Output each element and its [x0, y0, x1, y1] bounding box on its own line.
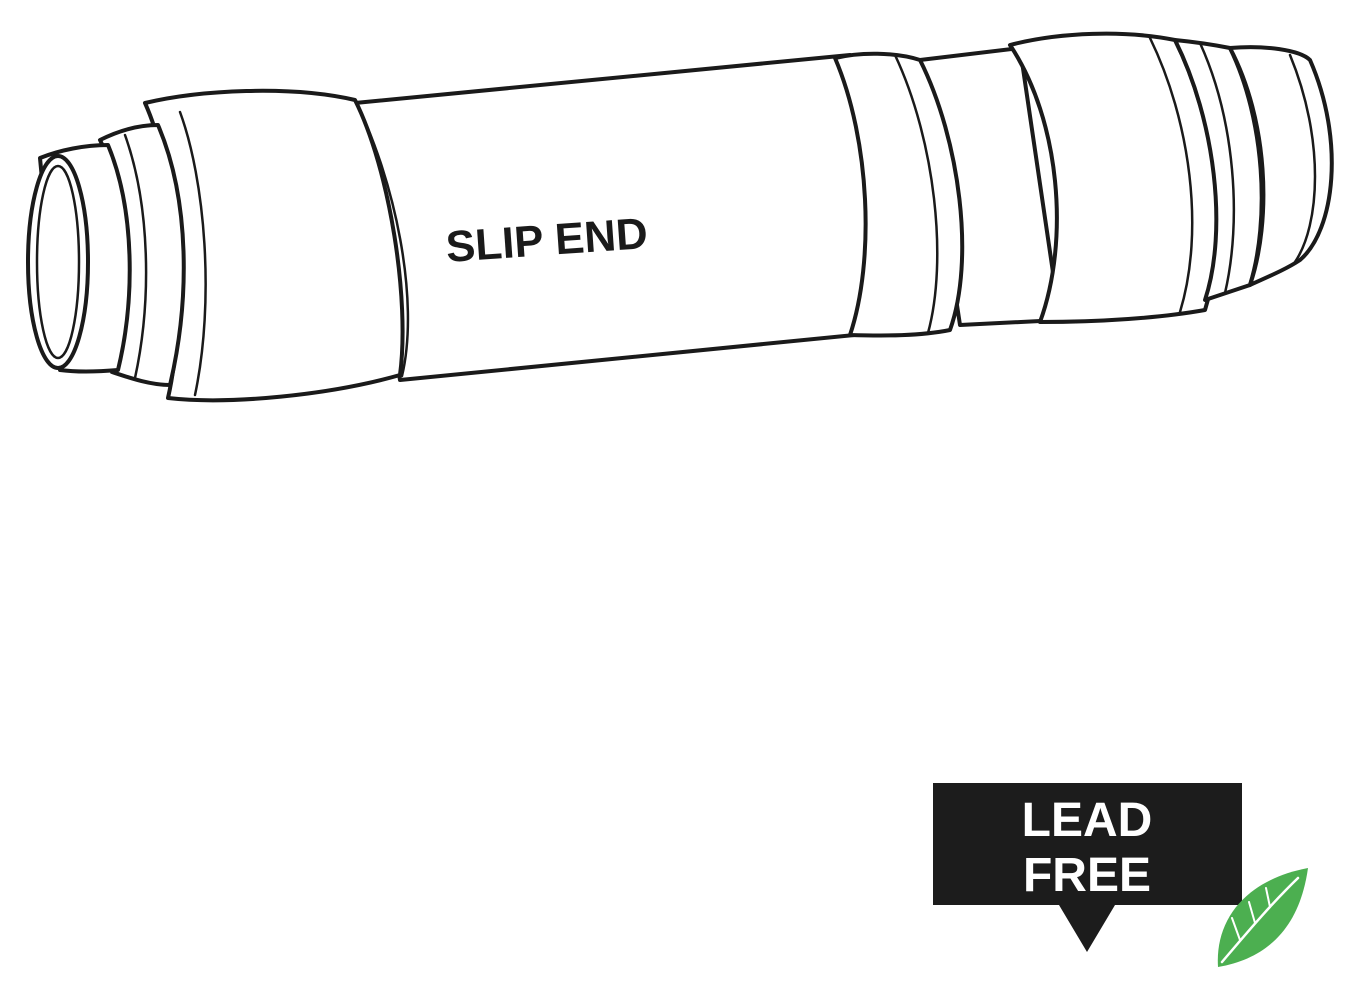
- right-collar: [1008, 31, 1220, 324]
- leaf-icon: [1217, 868, 1308, 967]
- expansion-joint-drawing: [26, 31, 1334, 403]
- middle-collar: [833, 51, 965, 338]
- left-opening: [26, 154, 90, 370]
- badge-line-2: FREE: [1023, 849, 1151, 902]
- badge-line-1: LEAD: [1022, 794, 1153, 847]
- badge-tag-shape: [933, 783, 1242, 952]
- lead-free-badge: LEAD FREE: [933, 783, 1308, 967]
